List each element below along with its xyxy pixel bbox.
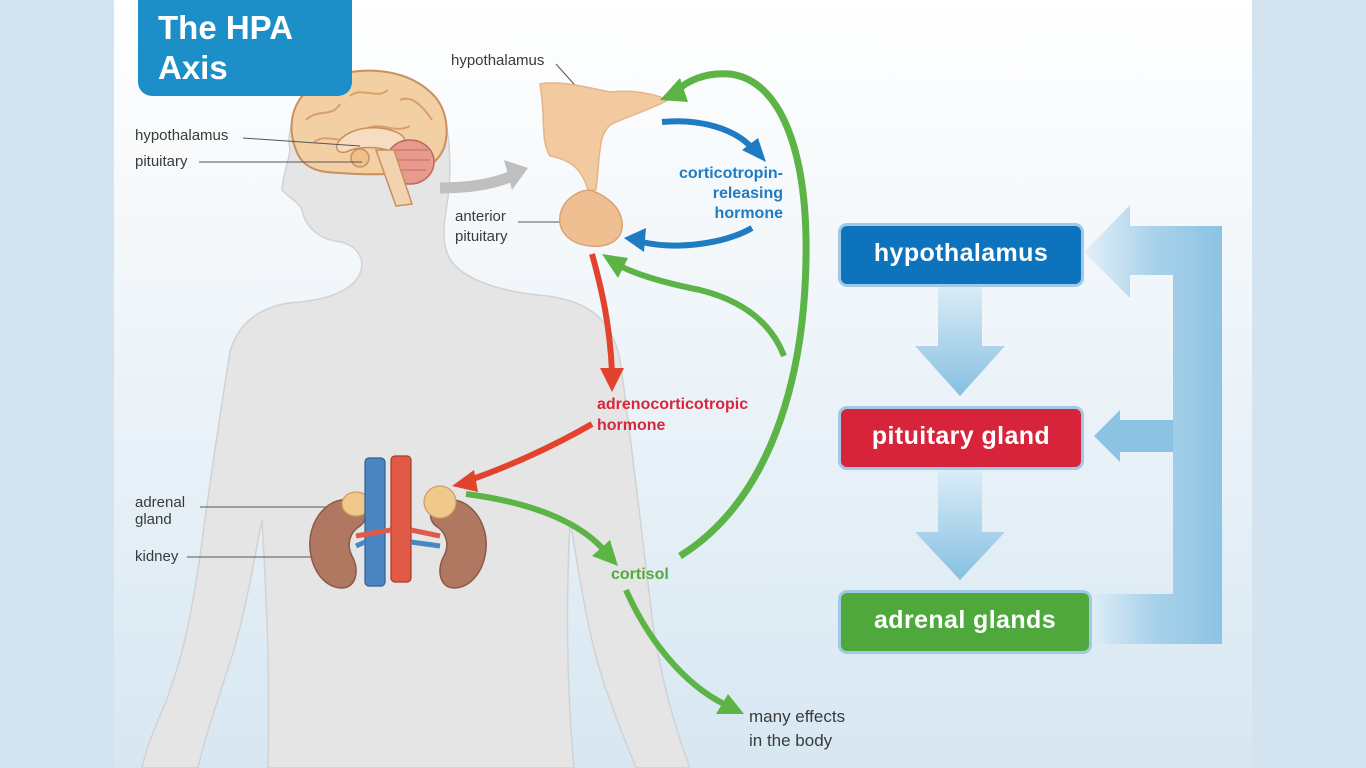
title-line-1: The HPA — [158, 9, 294, 46]
label-kidney: kidney — [135, 548, 179, 565]
flow-box-adrenal-glands: adrenal glands — [838, 590, 1092, 654]
hormone-arrows — [452, 70, 810, 714]
zoom-arrow-head — [504, 160, 528, 190]
acth-arrow-to-adrenal — [469, 421, 594, 483]
label-hypothalamus-closeup: hypothalamus — [451, 52, 545, 69]
label-crh-line-1: corticotropin- — [679, 165, 783, 182]
acth-arrow-down — [589, 253, 615, 373]
down-arrow-1 — [915, 286, 1005, 396]
hypothalamus-pituitary-closeup — [539, 82, 670, 248]
flow-arrows — [915, 205, 1222, 644]
label-pituitary-body: pituitary — [135, 153, 188, 170]
label-adrenal-gland-line-2: gland — [135, 511, 172, 528]
label-acth-line-2: hormone — [597, 417, 666, 434]
feedback-to-pituitary-arrow — [1094, 410, 1173, 462]
flow-box-pituitary-gland: pituitary gland — [838, 406, 1084, 470]
cortisol-feedback-to-pituitary — [618, 263, 787, 358]
crh-arrow-out — [661, 118, 755, 151]
title-box: The HPA Axis — [138, 0, 352, 96]
feedback-loop-arrow — [1084, 205, 1222, 644]
body-silhouette — [141, 71, 691, 768]
cortisol-to-effects-arrow-head — [716, 694, 744, 714]
cortisol-feedback-to-hypothalamus — [675, 70, 810, 559]
crh-arrow-in — [641, 225, 754, 249]
label-hypothalamus-body: hypothalamus — [135, 127, 229, 144]
label-acth-line-1: adrenocorticotropic — [597, 396, 749, 413]
label-anterior-pituitary-line-2: pituitary — [455, 228, 508, 245]
label-cortisol: cortisol — [611, 566, 669, 583]
acth-arrow-to-adrenal-head — [452, 470, 478, 492]
cortisol-feedback-to-hypothalamus-head — [660, 78, 688, 102]
cortisol-to-effects-arrow — [623, 588, 726, 707]
acth-arrow-down-head — [600, 368, 624, 392]
down-arrow-2 — [915, 470, 1005, 580]
zoom-arrow — [439, 170, 515, 194]
brain-illustration — [290, 69, 448, 207]
cortisol-arrow-from-adrenal-head — [592, 540, 618, 566]
title-line-2: Axis — [158, 49, 228, 86]
label-effects-line-2: in the body — [749, 731, 833, 750]
label-effects-line-1: many effects — [749, 707, 846, 726]
cortisol-arrow-from-adrenal — [465, 491, 605, 551]
flow-box-hypothalamus: hypothalamus — [838, 223, 1084, 287]
label-anterior-pituitary-line-1: anterior — [455, 208, 506, 225]
kidneys-illustration — [309, 455, 487, 589]
crh-arrow-in-head — [624, 228, 646, 252]
label-crh-line-2: releasing — [712, 185, 783, 202]
label-crh-line-3: hormone — [714, 205, 783, 222]
cortisol-feedback-to-pituitary-head — [602, 254, 628, 278]
label-adrenal-gland-line-1: adrenal — [135, 494, 186, 511]
crh-arrow-out-head — [742, 138, 766, 162]
